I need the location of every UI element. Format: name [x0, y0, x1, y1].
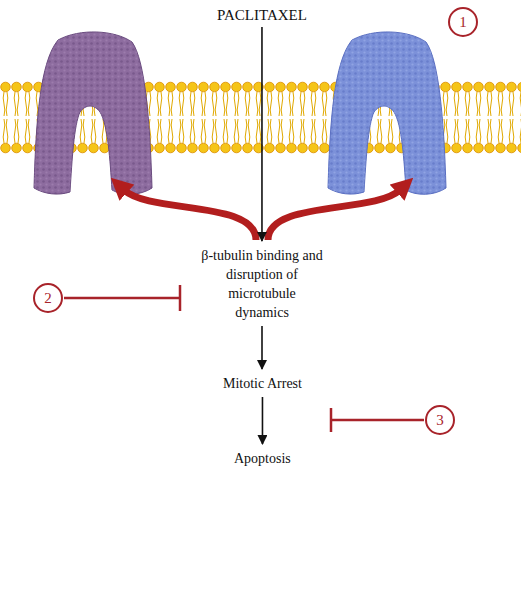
- callout-number: 3: [425, 405, 455, 435]
- flow-arrow: [261, 27, 263, 241]
- efflux-arrow: [124, 190, 256, 240]
- flow-arrow: [261, 326, 263, 369]
- callout-number: 1: [450, 9, 476, 35]
- process-text: Apoptosis: [230, 447, 295, 470]
- callout-number: 2: [35, 285, 61, 311]
- drug-label: PACLITAXEL: [214, 6, 310, 25]
- inhibition-line: [331, 408, 424, 432]
- node-text: Apoptosis: [234, 449, 291, 468]
- flow-arrow: [262, 397, 264, 444]
- transporter-purple: [34, 32, 152, 194]
- node-text: PACLITAXEL: [217, 7, 307, 24]
- process-text: β-tubulin binding and disruption of micr…: [196, 244, 328, 324]
- transporter-blue: [328, 32, 446, 194]
- callout-number: 2: [33, 283, 63, 313]
- process-text: Mitotic Arrest: [219, 372, 306, 395]
- node-text: Mitotic Arrest: [223, 374, 302, 393]
- node-text: β-tubulin binding and disruption of micr…: [200, 246, 324, 322]
- inhibition-line: [64, 297, 180, 300]
- efflux-arrow: [268, 190, 400, 240]
- callout-number: 1: [448, 7, 478, 37]
- callout-number: 3: [427, 407, 453, 433]
